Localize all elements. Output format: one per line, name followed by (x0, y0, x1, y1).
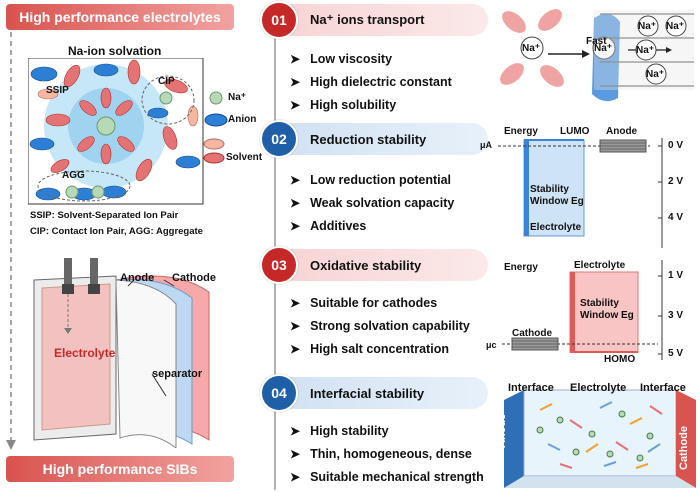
bullet-04-2: ➤Thin, homogeneous, dense (290, 447, 472, 461)
reduction-anode-label: Anode (606, 126, 638, 137)
section-title-04: Interfacial stability (310, 385, 425, 401)
section-title-02: Reduction stability (310, 131, 427, 147)
bullet-02-3: ➤Additives (290, 219, 367, 233)
bullet-04-3: ➤Suitable mechanical strength (290, 470, 484, 484)
oxidation-window-label-2: Window Eg (580, 310, 634, 321)
battery-diagram (33, 258, 210, 448)
battery-separator-label: separator (152, 368, 203, 380)
interface-middle-label: Electrolyte (570, 382, 627, 394)
bullet-01-2: ➤High dielectric constant (290, 75, 452, 89)
solvation-title: Na-ion solvation (68, 44, 162, 58)
section-header-04: 04 Interfacial stability (260, 374, 488, 412)
top-banner: High performance electrolytes (6, 4, 234, 30)
solvation-diagram (28, 58, 228, 205)
cip-label: CIP (158, 76, 175, 87)
bottom-banner: High performance SIBs (6, 456, 234, 482)
section-header-01: 01 Na⁺ ions transport (260, 1, 488, 39)
ssip-label: SSIP (46, 85, 69, 96)
interface-right-label: Interface (640, 382, 686, 394)
bullet-03-1: ➤Suitable for cathodes (290, 296, 438, 310)
section-title-01: Na⁺ ions transport (310, 12, 425, 27)
oxidation-electrolyte-label: Electrolyte (574, 260, 626, 271)
legend-na: Na⁺ (228, 92, 247, 103)
battery-electrolyte-label: Electrolyte (54, 346, 116, 360)
reduction-energy-diagram (498, 138, 663, 248)
transport-na-2: Na⁺ (594, 43, 613, 54)
interface-left-label: Interface (508, 382, 554, 394)
oxidation-cathode-label: Cathode (512, 328, 552, 339)
legend-solvent: Solvent (226, 152, 263, 163)
oxidation-tick-1: 1 V (668, 270, 684, 281)
interface-cathode-label: Cathode (678, 426, 690, 470)
reduction-tick-0: 0 V (668, 140, 684, 151)
reduction-mu-label: μA (480, 140, 493, 150)
bullet-04-1: ➤High stability (290, 424, 389, 438)
section-number-04: 04 (260, 374, 298, 412)
reduction-tick-4: 4 V (668, 212, 684, 223)
reduction-window-label-2: Window Eg (530, 196, 584, 207)
reduction-lumo-label: LUMO (560, 126, 590, 137)
oxidation-energy-label: Energy (504, 262, 538, 273)
reduction-electrolyte-label: Electrolyte (530, 222, 582, 233)
section-number-02: 02 (260, 120, 298, 158)
section-header-02: 02 Reduction stability (260, 120, 488, 158)
reduction-energy-label: Energy (504, 126, 538, 137)
section-header-03: 03 Oxidative stability (260, 246, 488, 284)
section-title-03: Oxidative stability (310, 257, 422, 273)
transport-na-4: Na⁺ (666, 21, 685, 32)
bullet-01-3: ➤High solubility (290, 98, 397, 112)
oxidation-homo-label: HOMO (604, 354, 636, 365)
battery-cathode-label: Cathode (172, 272, 216, 284)
transport-na-5: Na⁺ (636, 45, 655, 56)
interface-anode-label: Anode (496, 413, 508, 448)
note-ssip: SSIP: Solvent-Separated Ion Pair (30, 210, 179, 221)
oxidation-tick-3: 3 V (668, 310, 684, 321)
section-number-03: 03 (260, 246, 298, 284)
transport-na-1: Na⁺ (522, 43, 541, 54)
bullet-02-2: ➤Weak solvation capacity (290, 196, 455, 210)
flow-arrow (6, 32, 16, 450)
bullet-02-1: ➤Low reduction potential (290, 173, 452, 187)
transport-fast: Fast (586, 36, 607, 47)
oxidation-window-label: Stability (580, 298, 619, 309)
section-number-01: 01 (260, 1, 298, 39)
transport-na-3: Na⁺ (638, 21, 657, 32)
transport-na-6: Na⁺ (646, 69, 665, 80)
bullet-01-1: ➤Low viscosity (290, 52, 393, 66)
oxidation-energy-diagram (502, 260, 663, 360)
bullet-03-2: ➤Strong solvation capability (290, 319, 470, 333)
transport-diagram (500, 9, 694, 102)
reduction-tick-2: 2 V (668, 176, 684, 187)
reduction-window-label: Stability (530, 184, 569, 195)
note-cip-agg: CIP: Contact Ion Pair, AGG: Aggregate (30, 226, 203, 237)
battery-anode-label: Anode (120, 272, 155, 284)
interface-diagram (504, 389, 696, 488)
bullet-03-3: ➤High salt concentration (290, 342, 449, 356)
oxidation-mu-label: μc (486, 340, 497, 350)
agg-label: AGG (62, 170, 85, 181)
legend-anion: Anion (228, 114, 257, 125)
oxidation-tick-5: 5 V (668, 348, 684, 359)
